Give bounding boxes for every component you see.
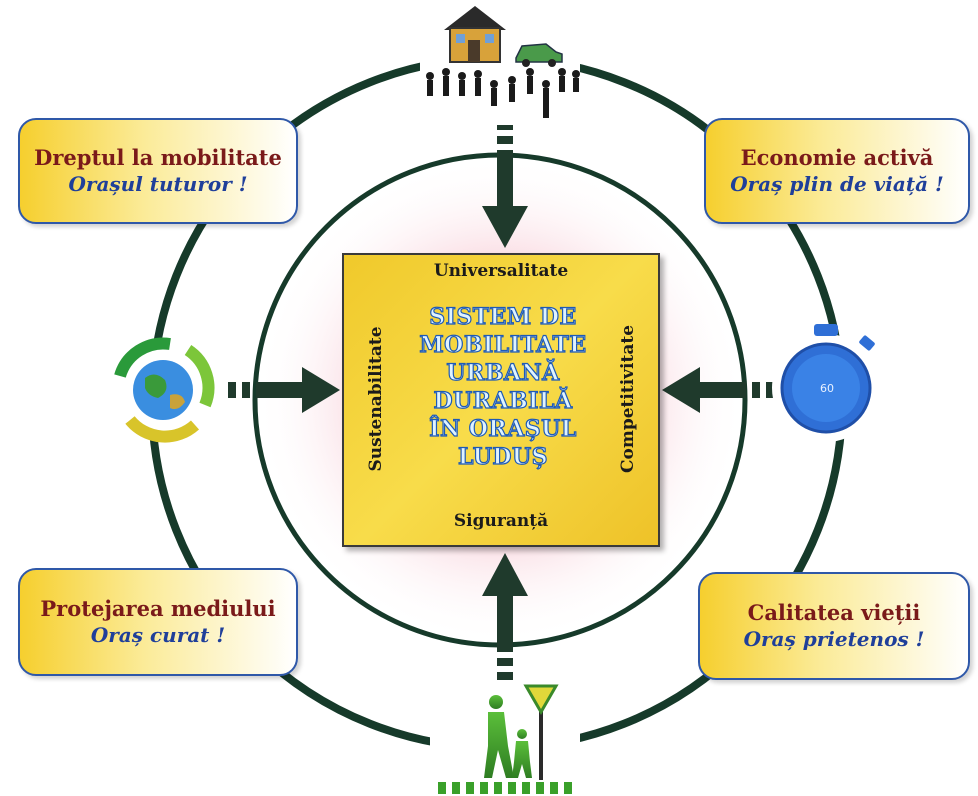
callout-title: Protejarea mediului [40,596,276,621]
left-arrow [228,367,340,413]
center-system-box: Universalitate Siguranță Sustenabilitate… [342,253,660,547]
callout-subtitle: Oraș prietenos ! [743,627,925,651]
center-title-line: DURABILĂ [433,387,573,414]
center-title-line: URBANĂ [446,359,560,386]
center-title-line: MOBILITATE [419,331,587,358]
callout-title: Dreptul la mobilitate [34,145,282,170]
recycling-globe-icon [113,337,215,443]
callout-subtitle: Orașul tuturor ! [68,172,248,196]
center-title: SISTEM DE MOBILITATE URBANĂ DURABILĂ ÎN … [414,303,592,471]
callout-title: Calitatea vieții [747,600,921,625]
pedestrian-crossing-icon [430,684,580,796]
stopwatch-icon: 60 [772,324,880,442]
label-universality: Universalitate [433,261,569,281]
bottom-arrow [482,553,528,680]
callout-environment-protection: Protejarea mediului Oraș curat ! [18,568,298,676]
right-arrow [662,367,774,413]
callout-active-economy: Economie activă Oraș plin de viață ! [704,118,970,224]
house-car-people-icon [420,0,580,125]
center-title-line: ÎN ORAȘUL [429,415,577,442]
center-title-line: SISTEM DE [429,303,577,330]
callout-quality-of-life: Calitatea vieții Oraș prietenos ! [698,572,970,680]
label-competitiveness: Competitivitate [618,324,638,474]
callout-title: Economie activă [740,145,934,170]
stopwatch-label: 60 [820,382,834,395]
callout-subtitle: Oraș curat ! [90,623,226,647]
callout-subtitle: Oraș plin de viață ! [730,172,944,196]
label-sustainability: Sustenabilitate [366,326,386,472]
center-title-line: LUDUȘ [457,443,549,470]
label-safety: Siguranță [453,511,549,531]
top-arrow [482,122,528,248]
callout-right-to-mobility: Dreptul la mobilitate Orașul tuturor ! [18,118,298,224]
